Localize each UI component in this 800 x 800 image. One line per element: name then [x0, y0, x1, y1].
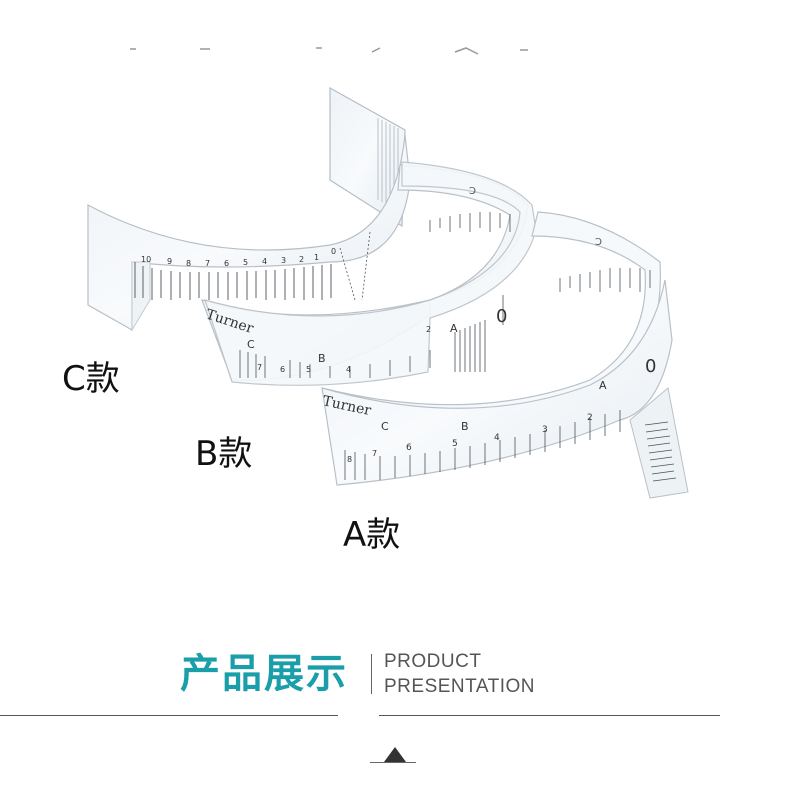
a-mark-4: 4: [494, 433, 500, 443]
variant-label-a: A款: [343, 515, 401, 555]
a-mark-6: 6: [406, 443, 412, 453]
c-tick-10: 10: [141, 255, 151, 264]
c-tick-2: 2: [299, 255, 304, 264]
c-tick-1: 1: [314, 253, 319, 262]
c-tick-9: 9: [167, 257, 172, 266]
c-tick-4: 4: [262, 257, 267, 266]
c-tick-8: 8: [186, 259, 191, 268]
b-mark-c: C: [247, 338, 255, 351]
c-tick-7: 7: [205, 259, 210, 268]
top-artifacts: [130, 47, 528, 55]
c-tick-5: 5: [243, 258, 248, 267]
variant-label-b: B款: [195, 434, 253, 474]
a-mark-2: 2: [587, 413, 593, 423]
b-mark-2: 2: [426, 325, 431, 334]
c-tick-6: 6: [224, 259, 229, 268]
section-title-cn: 产品展示: [180, 651, 348, 697]
b-mark-7: 7: [257, 363, 262, 372]
b-mark-4: 4: [346, 365, 351, 374]
a-mark-7: 7: [372, 449, 377, 458]
divider-line-left: [0, 715, 338, 716]
variant-label-c: C款: [62, 359, 120, 399]
a-mark-c: C: [381, 420, 389, 433]
a-mark-5: 5: [452, 439, 458, 449]
section-title-en-line1: PRODUCT: [384, 651, 482, 672]
c-tick-3: 3: [281, 256, 286, 265]
ruler-c: 10 9 8 7 6 5 4 3 2 1 0: [87, 86, 411, 332]
b-mark-b: B: [318, 352, 326, 365]
a-mark-b: B: [461, 420, 469, 433]
triangle-up-icon: [370, 747, 416, 763]
a-mark-8: 8: [347, 455, 352, 464]
svg-text:C: C: [469, 184, 476, 195]
b-mark-a: A: [450, 322, 458, 335]
svg-text:C: C: [595, 235, 602, 246]
ruler-b: Turner C B A 0 2 4 5 6 7 C: [201, 161, 537, 386]
a-mark-a: A: [599, 379, 607, 392]
ruler-a: Turner C B A 0 2 3 4 5 6 7 8 C: [321, 211, 689, 499]
section-title-en-line2: PRESENTATION: [384, 676, 535, 697]
b-mark-6: 6: [280, 365, 285, 374]
b-mark-5: 5: [306, 365, 311, 374]
a-mark-0: 0: [645, 356, 656, 377]
title-divider: [371, 654, 372, 694]
c-tick-0: 0: [331, 247, 336, 256]
a-mark-3: 3: [542, 425, 548, 435]
divider-line-right: [379, 715, 720, 716]
b-mark-0: 0: [496, 306, 507, 327]
